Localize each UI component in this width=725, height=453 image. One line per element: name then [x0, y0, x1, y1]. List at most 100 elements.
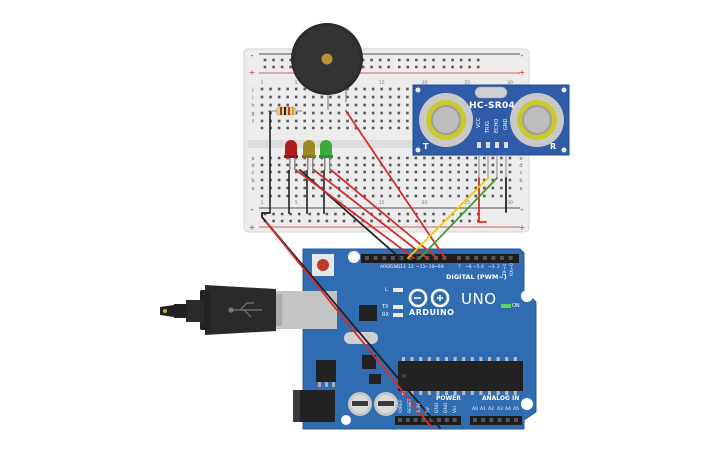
breadboard-hole	[308, 219, 312, 223]
chip-pin	[453, 391, 457, 395]
rail-minus-label: -	[521, 205, 524, 214]
breadboard-hole	[354, 119, 358, 123]
breadboard-hole	[491, 156, 495, 160]
breadboard-hole	[303, 95, 307, 99]
header-pin	[416, 256, 421, 260]
breadboard-hole	[260, 163, 264, 167]
row-letter: i	[252, 95, 253, 101]
led-yellow	[302, 140, 316, 170]
breadboard-hole	[294, 103, 298, 107]
breadboard-hole	[491, 194, 495, 198]
chip-pin	[436, 391, 440, 395]
breadboard-hole	[465, 186, 469, 190]
breadboard-hole	[346, 119, 349, 123]
header-pin	[382, 256, 387, 260]
chip-pin	[488, 391, 491, 395]
breadboard-hole	[363, 111, 366, 115]
breadboard-hole	[388, 87, 392, 91]
breadboard-hole	[406, 163, 409, 167]
breadboard-hole	[474, 170, 478, 174]
breadboard-hole	[269, 87, 272, 91]
breadboard-hole	[378, 212, 382, 216]
breadboard-hole	[353, 219, 356, 223]
chip-pin	[462, 391, 466, 395]
breadboard-hole	[286, 103, 289, 107]
breadboard-hole	[320, 95, 324, 99]
breadboard-hole	[325, 219, 329, 223]
breadboard-hole	[277, 178, 281, 182]
chip-pin	[470, 391, 474, 395]
breadboard-hole	[277, 163, 281, 167]
breadboard-hole	[457, 186, 460, 190]
breadboard-hole	[371, 186, 375, 190]
breadboard-hole	[320, 111, 324, 115]
breadboard-hole	[380, 126, 383, 130]
breadboard-hole	[397, 170, 401, 174]
breadboard-hole	[431, 170, 435, 174]
breadboard-hole	[289, 58, 292, 62]
breadboard-hole	[406, 212, 410, 216]
breadboard-hole	[269, 95, 272, 99]
breadboard-hole	[448, 170, 452, 174]
breadboard-hole	[363, 178, 366, 182]
breadboard-hole	[423, 58, 427, 62]
breadboard-hole	[346, 163, 349, 167]
breadboard-hole	[448, 178, 452, 182]
breadboard-hole	[317, 212, 320, 216]
breadboard-hole	[388, 194, 392, 198]
breadboard-hole	[451, 219, 454, 223]
breadboard-hole	[414, 186, 418, 190]
breadboard-hole	[508, 156, 512, 160]
chip-pin	[513, 391, 517, 395]
breadboard-hole	[432, 212, 435, 216]
breadboard-hole	[465, 156, 469, 160]
breadboard-hole	[329, 126, 332, 130]
breadboard-hole	[303, 178, 307, 182]
breadboard-hole	[406, 170, 409, 174]
breadboard-hole	[363, 126, 366, 130]
breadboard-hole	[371, 95, 375, 99]
wire-buzzer	[345, 110, 446, 259]
breadboard-hole	[457, 156, 460, 160]
breadboard-hole	[297, 219, 301, 223]
breadboard-hole	[294, 194, 298, 198]
breadboard-hole	[380, 95, 383, 99]
breadboard-hole	[260, 186, 264, 190]
breadboard-hole	[370, 219, 373, 223]
breadboard-hole	[363, 163, 366, 167]
breadboard-hole	[312, 111, 315, 115]
breadboard-hole	[397, 95, 401, 99]
breadboard-hole	[406, 103, 409, 107]
row-letter: a	[251, 186, 254, 192]
breadboard-hole	[260, 156, 264, 160]
breadboard-hole	[303, 103, 307, 107]
chip-pin	[410, 391, 414, 395]
breadboard-hole	[371, 163, 375, 167]
header-pin	[514, 418, 518, 422]
breadboard-hole	[414, 178, 418, 182]
breadboard-hole	[451, 58, 454, 62]
header-pin	[421, 418, 426, 422]
breadboard-hole	[442, 58, 446, 62]
breadboard-hole	[371, 111, 375, 115]
power-header	[398, 418, 518, 422]
chip-pin	[496, 357, 500, 361]
breadboard-hole	[289, 212, 292, 216]
breadboard-hole	[277, 194, 281, 198]
rail-minus-label: -	[251, 205, 254, 214]
breadboard-hole	[500, 186, 503, 190]
breadboard-hole	[280, 65, 284, 69]
breadboard-hole	[406, 119, 409, 123]
breadboard-hole	[263, 212, 267, 216]
breadboard-hole	[354, 87, 358, 91]
breadboard-hole	[457, 178, 460, 182]
column-number: 30	[507, 80, 513, 86]
breadboard-hole	[260, 194, 264, 198]
breadboard-hole	[431, 178, 435, 182]
breadboard-hole	[406, 58, 410, 62]
usb-cable	[160, 285, 337, 335]
breadboard-hole	[363, 87, 366, 91]
chip-pin	[419, 391, 423, 395]
breadboard-hole	[388, 95, 392, 99]
chip-pin	[462, 357, 466, 361]
